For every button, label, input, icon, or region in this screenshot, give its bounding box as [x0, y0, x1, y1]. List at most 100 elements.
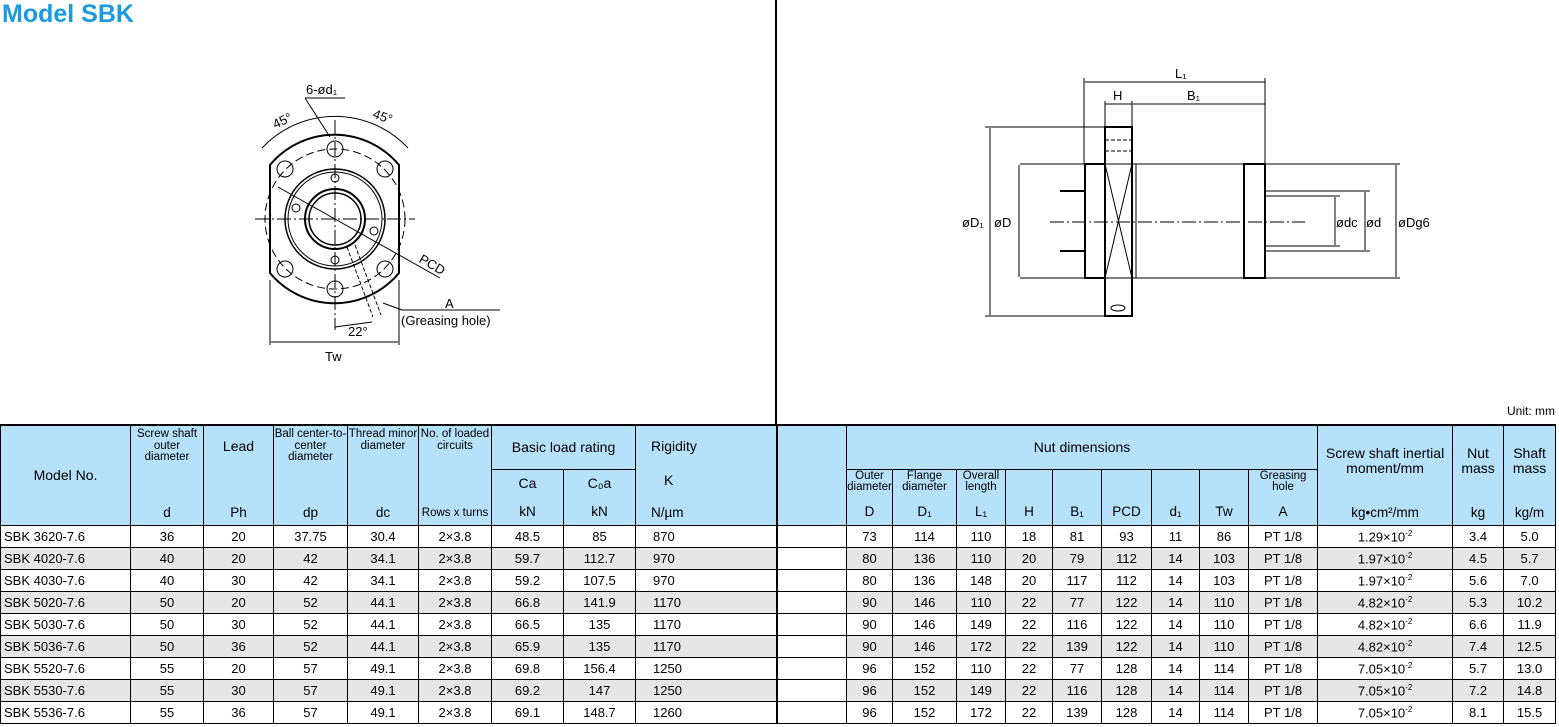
cell-ph: 30 [203, 679, 274, 702]
cell-d1: 146 [892, 591, 958, 614]
cell-tw: 103 [1199, 569, 1250, 592]
cell-model: SBK 4020-7.6 [0, 547, 131, 570]
header-h: H [1005, 468, 1054, 526]
cell-c0a: 112.7 [562, 547, 637, 570]
cell-d: 55 [130, 657, 204, 680]
cell-dc: 34.1 [347, 569, 419, 592]
cell-inertia: 4.82×10-2 [1317, 591, 1454, 614]
cell-c0a: 141.9 [562, 591, 637, 614]
cell-h: 20 [1005, 569, 1054, 592]
cell-d: 80 [846, 569, 894, 592]
cell-shaft_mass: 15.5 [1503, 701, 1557, 724]
cell-k: 970 [635, 569, 778, 592]
cell-dc: 49.1 [347, 657, 419, 680]
header-pcd: PCD [1101, 468, 1153, 526]
cell-d: 96 [846, 701, 894, 724]
cell-nut_mass: 5.3 [1452, 591, 1505, 614]
cell-model: SBK 5036-7.6 [0, 635, 131, 658]
cell-ca: 66.8 [491, 591, 564, 614]
cell-a: PT 1/8 [1248, 591, 1319, 614]
angle-right-label: 45° [371, 106, 395, 127]
cell-dc: 49.1 [347, 679, 419, 702]
cell-b1: 139 [1052, 635, 1103, 658]
cell-tw: 110 [1199, 591, 1250, 614]
inertia-mantissa: 4.82×10 [1357, 595, 1406, 611]
blank-cell [776, 547, 848, 570]
cell-nut_mass: 7.4 [1452, 635, 1505, 658]
cell-a: PT 1/8 [1248, 613, 1319, 636]
b1-label: B₁ [1187, 88, 1201, 103]
cell-d: 50 [130, 613, 204, 636]
cell-pcd: 122 [1101, 635, 1153, 658]
cell-l1: 149 [956, 613, 1007, 636]
cell-c0a: 148.7 [562, 701, 637, 724]
inertia-mantissa: 7.05×10 [1357, 705, 1406, 721]
cell-model: SBK 5020-7.6 [0, 591, 131, 614]
page-title: Model SBK [2, 0, 134, 28]
cell-ph: 36 [203, 635, 274, 658]
cell-nut_mass: 5.6 [1452, 569, 1505, 592]
cell-d: 55 [130, 679, 204, 702]
outer-diameter-label: øD [994, 215, 1011, 230]
cell-d: 90 [846, 591, 894, 614]
cell-ph: 30 [203, 569, 274, 592]
cell-tw: 114 [1199, 701, 1250, 724]
cell-a: PT 1/8 [1248, 547, 1319, 570]
cell-dp: 57 [273, 701, 348, 724]
cell-inertia: 1.97×10-2 [1317, 547, 1454, 570]
cell-nut_mass: 8.1 [1452, 701, 1505, 724]
cell-inertia: 1.29×10-2 [1317, 525, 1454, 548]
cell-l1: 172 [956, 701, 1007, 724]
dc-label: ødc [1336, 215, 1358, 230]
header-tw: Tw [1199, 468, 1250, 526]
cell-d: 90 [846, 635, 894, 658]
cell-model: SBK 5520-7.6 [0, 657, 131, 680]
cell-pcd: 128 [1101, 679, 1153, 702]
cell-dc: 44.1 [347, 591, 419, 614]
cell-d: 73 [846, 525, 894, 548]
cell-tw: 86 [1199, 525, 1250, 548]
cell-d1: 14 [1151, 679, 1201, 702]
cell-l1: 110 [956, 591, 1007, 614]
cell-dp: 57 [273, 657, 348, 680]
blank-cell [776, 613, 848, 636]
cell-k: 970 [635, 547, 778, 570]
cell-shaft_mass: 13.0 [1503, 657, 1557, 680]
cell-d1: 11 [1151, 525, 1201, 548]
cell-tw: 103 [1199, 547, 1250, 570]
inertia-exponent: -2 [1405, 638, 1413, 648]
cell-dc: 49.1 [347, 701, 419, 724]
cell-d1: 136 [892, 547, 958, 570]
inertia-mantissa: 4.82×10 [1357, 617, 1406, 633]
header-nut-dimensions: Nut dimensions [846, 424, 1319, 470]
cell-d1: 14 [1151, 547, 1201, 570]
cell-d1: 146 [892, 613, 958, 636]
cell-a: PT 1/8 [1248, 569, 1319, 592]
cell-ca: 65.9 [491, 635, 564, 658]
cell-d: 80 [846, 547, 894, 570]
page-divider [775, 0, 777, 424]
cell-h: 22 [1005, 635, 1054, 658]
cell-d1: 14 [1151, 591, 1201, 614]
cell-ca: 66.5 [491, 613, 564, 636]
cell-h: 22 [1005, 679, 1054, 702]
cell-b1: 116 [1052, 613, 1103, 636]
cell-circ: 2×3.8 [418, 679, 492, 702]
inertia-mantissa: 1.29×10 [1357, 529, 1406, 545]
cell-pcd: 112 [1101, 569, 1153, 592]
blank-cell [776, 657, 848, 680]
cell-shaft_mass: 7.0 [1503, 569, 1557, 592]
cell-shaft_mass: 5.7 [1503, 547, 1557, 570]
cell-k: 1170 [635, 591, 778, 614]
cell-circ: 2×3.8 [418, 635, 492, 658]
cell-h: 22 [1005, 613, 1054, 636]
cell-c0a: 147 [562, 679, 637, 702]
